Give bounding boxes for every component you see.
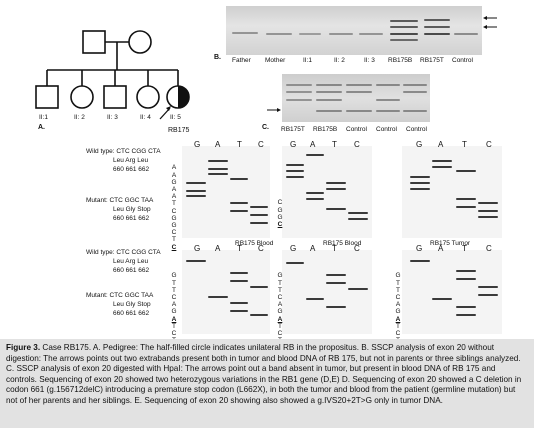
seq-top-mut-codons: 660 661 662 xyxy=(113,215,150,222)
lane-c-control1: Control xyxy=(346,126,367,133)
lane-c-rb175t: RB175T xyxy=(281,126,305,133)
figure-caption: Figure 3. Case RB175. A. Pedigree: The h… xyxy=(0,339,534,428)
figure-number: Figure 3. xyxy=(6,343,41,352)
seq-d1-caption: RB175 Blood xyxy=(235,240,274,247)
ped-label-ii1: II:1 xyxy=(39,114,49,121)
seq-gel-e3: G A T C xyxy=(402,245,502,334)
sibling-ii1 xyxy=(35,85,59,109)
seq-top-mut-label: Mutant: CTC GGC TAA xyxy=(86,197,154,204)
ped-label-ii5: II: 5 xyxy=(170,114,181,121)
seq-bot-bases-e2: GTTCAGATCT xyxy=(277,272,283,344)
proband-label: RB175 xyxy=(168,127,190,134)
lane-b-father: Father xyxy=(232,57,251,64)
lane-c-rb175b: RB175B xyxy=(313,126,338,133)
seq-top-mut-aa: Leu Gly Stop xyxy=(113,206,151,213)
panel-b-letter: B. xyxy=(214,54,221,61)
ped-label-ii4: II: 4 xyxy=(140,114,151,121)
lane-b-ii1: II:1 xyxy=(303,57,313,64)
seq-bot-wild-aa: Leu Arg Leu xyxy=(113,258,149,265)
seq-gel-e1: G A T C xyxy=(182,245,270,334)
seq-bot-bases-e3: GTTCAGATCT xyxy=(395,272,401,344)
seq-gel-d1: G A T C xyxy=(182,141,270,238)
seq-gel-d2: G A T C xyxy=(282,141,372,238)
seq-bot-mut-label: Mutant: CTC GGC TAA xyxy=(86,292,154,299)
arrow-c xyxy=(267,108,281,112)
lane-b-ii3: II: 3 xyxy=(364,57,375,64)
gel-c xyxy=(282,74,430,122)
gel-b xyxy=(226,6,482,55)
seq-top-wild-aa: Leu Arg Leu xyxy=(113,157,149,164)
lane-b-rb175b: RB175B xyxy=(388,57,413,64)
seq-gel-e2: G A T C xyxy=(282,245,372,334)
ped-label-ii3: II: 3 xyxy=(107,114,118,121)
lane-b-rb175t: RB175T xyxy=(420,57,444,64)
father-symbol xyxy=(82,30,106,54)
lane-b-mother: Mother xyxy=(265,57,286,64)
seq-bot-mut-aa: Leu Gly Stop xyxy=(113,301,151,308)
lane-b-control: Control xyxy=(452,57,473,64)
seq-top-wild-label: Wild type: CTC CGG CTA xyxy=(86,148,161,155)
arrows-b xyxy=(483,16,497,29)
seq-d2-caption: RB175 Blood xyxy=(323,240,362,247)
sibling-ii3 xyxy=(103,85,127,109)
lane-c-control2: Control xyxy=(376,126,397,133)
seq-top-wild-codons: 660 661 662 xyxy=(113,166,150,173)
panel-c-letter: C. xyxy=(262,124,269,131)
lane-c-control3: Control xyxy=(406,126,427,133)
seq-bot-wild-label: Wild type: CTC CGG CTA xyxy=(86,249,161,256)
caption-text: Case RB175. A. Pedigree: The half-filled… xyxy=(6,343,522,405)
seq-bot-wild-codons: 660 661 662 xyxy=(113,267,150,274)
sibling-ii2 xyxy=(70,85,94,109)
seq-bot-bases: GTTCAGATCT xyxy=(171,272,177,344)
panel-a-letter: A. xyxy=(38,124,45,131)
sibling-ii4 xyxy=(136,85,160,109)
seq-d3-caption: RB175 Tumor xyxy=(430,240,471,247)
lane-b-ii2: II: 2 xyxy=(334,57,345,64)
pedigree-diagram xyxy=(35,30,190,120)
seq-gel-d3: G A T C xyxy=(402,141,502,238)
seq-bot-mut-codons: 660 661 662 xyxy=(113,310,150,317)
ped-label-ii2: II: 2 xyxy=(74,114,85,121)
mother-symbol xyxy=(128,30,152,54)
